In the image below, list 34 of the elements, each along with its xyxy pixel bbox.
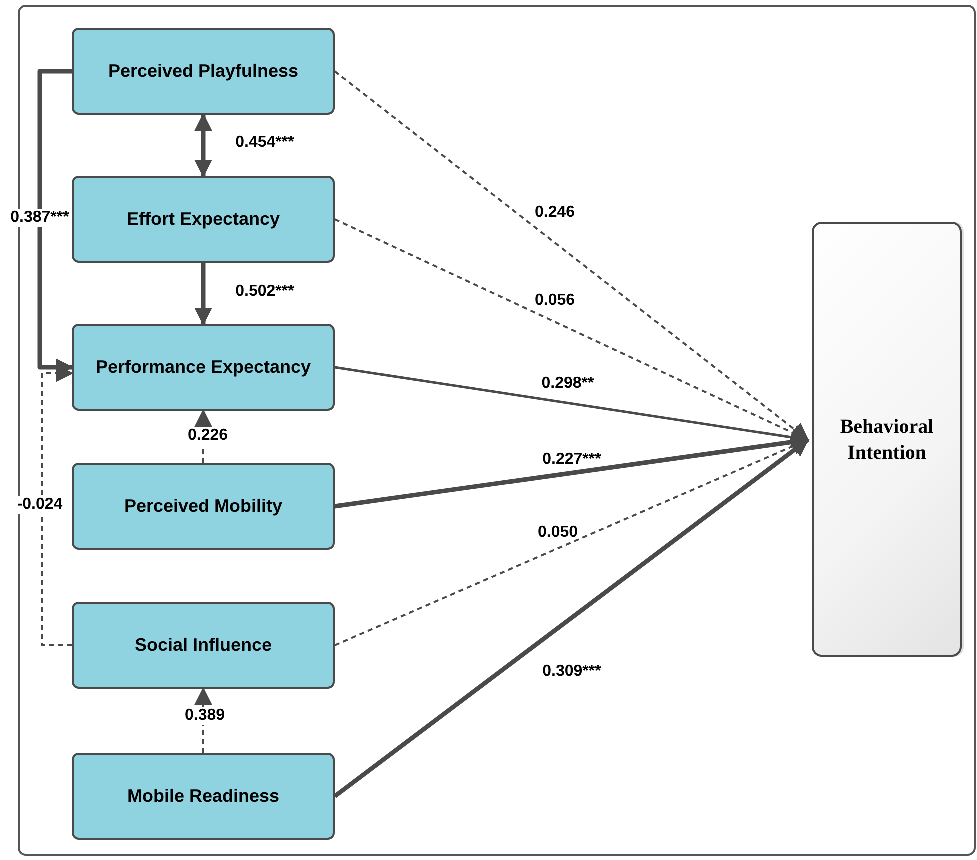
arrow [334, 438, 810, 798]
construct-label: Performance Expectancy [94, 356, 312, 379]
edge-label: 0.298** [540, 375, 596, 393]
edge-label: 0.227*** [542, 451, 602, 469]
edge-label: 0.454*** [234, 134, 296, 152]
arrow [194, 113, 212, 178]
edge-label: 0.309*** [542, 663, 602, 681]
arrow [194, 263, 212, 326]
construct-label: Behavioral Intention [839, 414, 935, 466]
edge-label: 0.226 [186, 427, 230, 445]
construct-box [72, 463, 335, 550]
edge-label: 0.246 [534, 204, 576, 222]
construct-label: Social Influence [134, 634, 274, 657]
construct-box [72, 324, 335, 411]
construct-box [812, 222, 962, 657]
construct-label: Mobile Readiness [126, 784, 281, 808]
construct-box [72, 28, 335, 115]
construct-label: Perceived Playfulness [107, 60, 300, 83]
construct-box [72, 753, 335, 840]
edge-label: 0.387*** [10, 209, 70, 227]
arrow [334, 438, 810, 646]
edge-label: 0.050 [536, 524, 580, 542]
arrow [334, 70, 810, 442]
edge-label: 0.502*** [234, 283, 296, 301]
arrow [334, 218, 810, 442]
arrow [334, 433, 810, 509]
edge-label: -0.024 [16, 496, 64, 514]
arrow [334, 366, 810, 446]
construct-box [72, 602, 335, 689]
edge-label: 0.056 [534, 292, 576, 310]
construct-box [72, 176, 335, 263]
construct-label: Perceived Mobility [123, 494, 284, 518]
construct-label: Effort Expectancy [126, 208, 282, 231]
edge-label: 0.389 [184, 707, 226, 725]
